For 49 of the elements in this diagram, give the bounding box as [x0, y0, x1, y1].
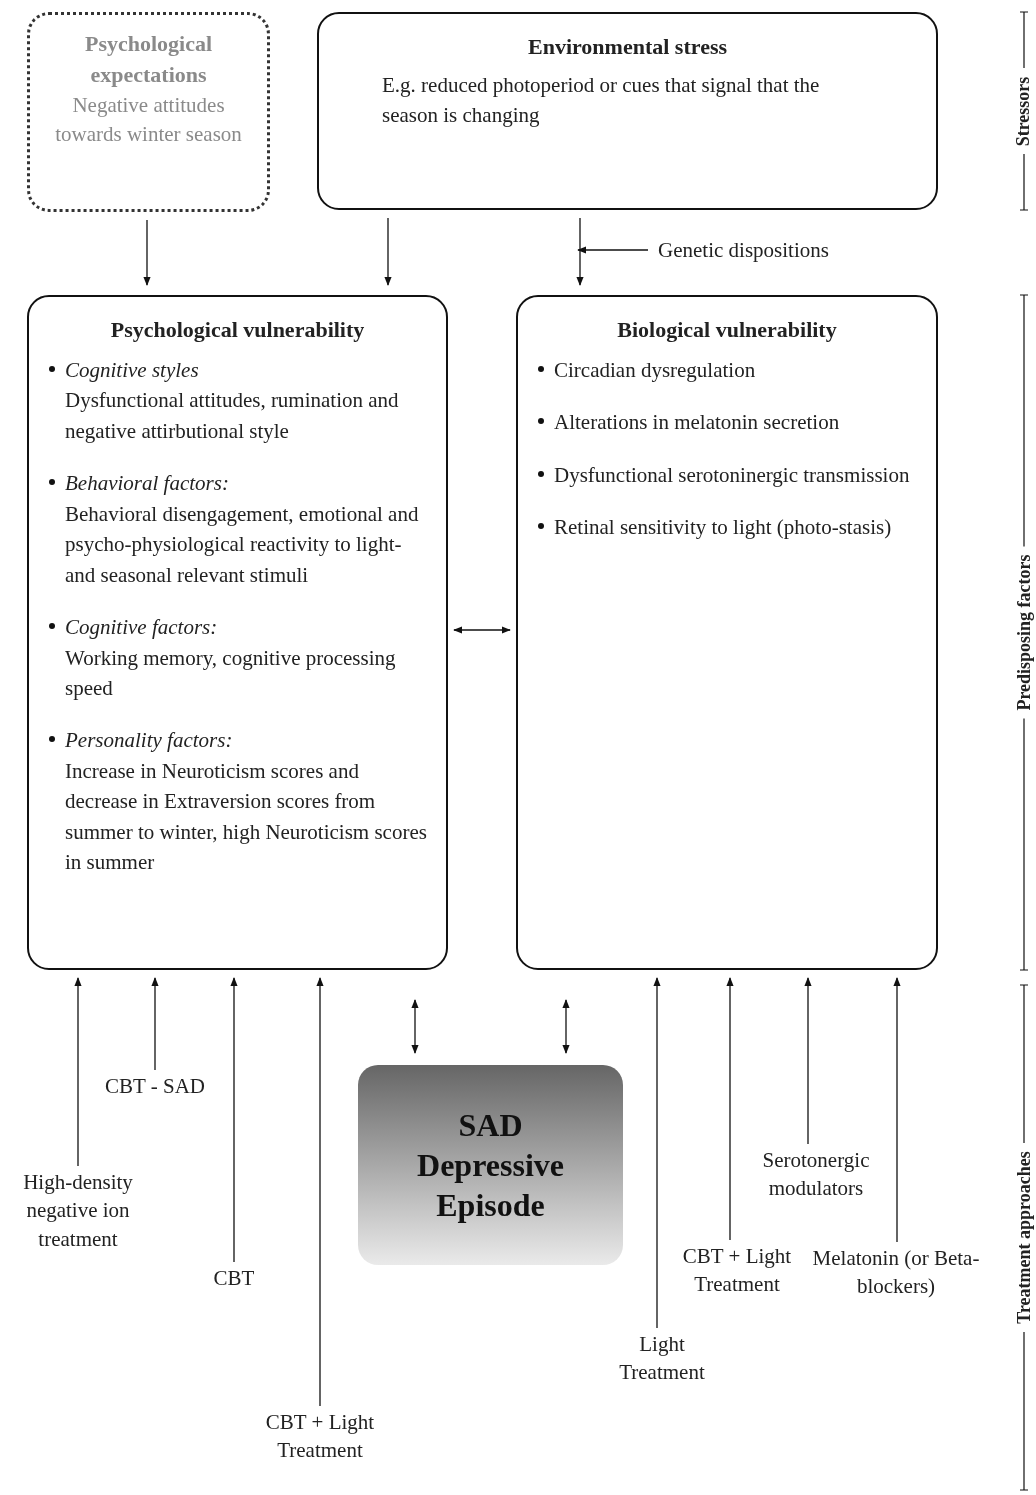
- arrow: [151, 977, 159, 1071]
- bullet-text: Circadian dysregulation: [554, 357, 757, 384]
- dotted-box: [27, 12, 270, 212]
- box-heading: Biological vulnerability: [616, 317, 838, 343]
- factor-box: [516, 295, 938, 970]
- arrow: [384, 217, 392, 286]
- bullet-text: Dysfunctional attitudes, rumination and negative attirbutional style: [65, 387, 400, 445]
- section-label: Predisposing factors: [1013, 554, 1035, 711]
- box-text: E.g. reduced photoperiod or cues that signal that the season is changing: [381, 72, 821, 130]
- arrow: [316, 977, 324, 1407]
- arrow: [653, 977, 661, 1329]
- treatment-label: Serotonergic modulators: [740, 1146, 892, 1203]
- arrow: [804, 977, 812, 1145]
- arrow: [893, 977, 901, 1243]
- treatment-label: High-density negative ion treatment: [2, 1168, 154, 1254]
- treatment-label: CBT - SAD: [96, 1072, 214, 1101]
- factor-box: [27, 295, 448, 970]
- treatment-label: CBT + Light Treatment: [258, 1408, 382, 1465]
- bullet-text: Dysfunctional serotoninergic transmission: [554, 461, 911, 489]
- stressor-box: [317, 12, 938, 210]
- treatment-label: Light Treatment: [600, 1330, 724, 1387]
- arrow: [576, 217, 584, 286]
- arrow: [726, 977, 734, 1241]
- bullet-heading: Cognitive factors:: [65, 614, 219, 642]
- box-heading: Psychological vulnerability: [109, 317, 366, 343]
- bullet-text: Alterations in melatonin secretion: [554, 409, 841, 437]
- arrow: [143, 219, 151, 286]
- box-text: Negative attitudes towards winter season: [54, 91, 243, 148]
- double-arrow: [411, 999, 419, 1054]
- episode-title: SAD Depressive Episode: [416, 1106, 565, 1225]
- bullet-heading: Behavioral factors:: [65, 470, 230, 498]
- arrow: [74, 977, 82, 1167]
- arrow: [577, 246, 649, 254]
- treatment-label: CBT: [204, 1264, 264, 1293]
- episode-box: [358, 1065, 623, 1265]
- factor-label: Genetic dispositions: [658, 236, 888, 265]
- bullet-text: Working memory, cognitive processing speed: [65, 644, 397, 702]
- double-arrow: [453, 626, 511, 634]
- bullet-text: Increase in Neuroticism scores and decrease in Extraversion scores from summer to winter, high Neuroticism scores in summer: [65, 757, 428, 877]
- double-arrow: [562, 999, 570, 1054]
- bullet-heading: Cognitive styles: [65, 357, 200, 384]
- arrow: [230, 977, 238, 1263]
- section-label: Treatment approaches: [1013, 1151, 1035, 1324]
- bullet-text: Retinal sensitivity to light (photo-stasis): [554, 514, 893, 542]
- section-label: Stressors: [1013, 76, 1035, 146]
- bullet-text: Behavioral disengagement, emotional and psycho-physiological reactivity to light- and seasonal relevant stimuli: [65, 500, 420, 589]
- box-heading: Environmental stress: [527, 34, 728, 60]
- box-heading: Psychological expectations: [83, 30, 214, 89]
- bullet-heading: Personality factors:: [65, 727, 234, 755]
